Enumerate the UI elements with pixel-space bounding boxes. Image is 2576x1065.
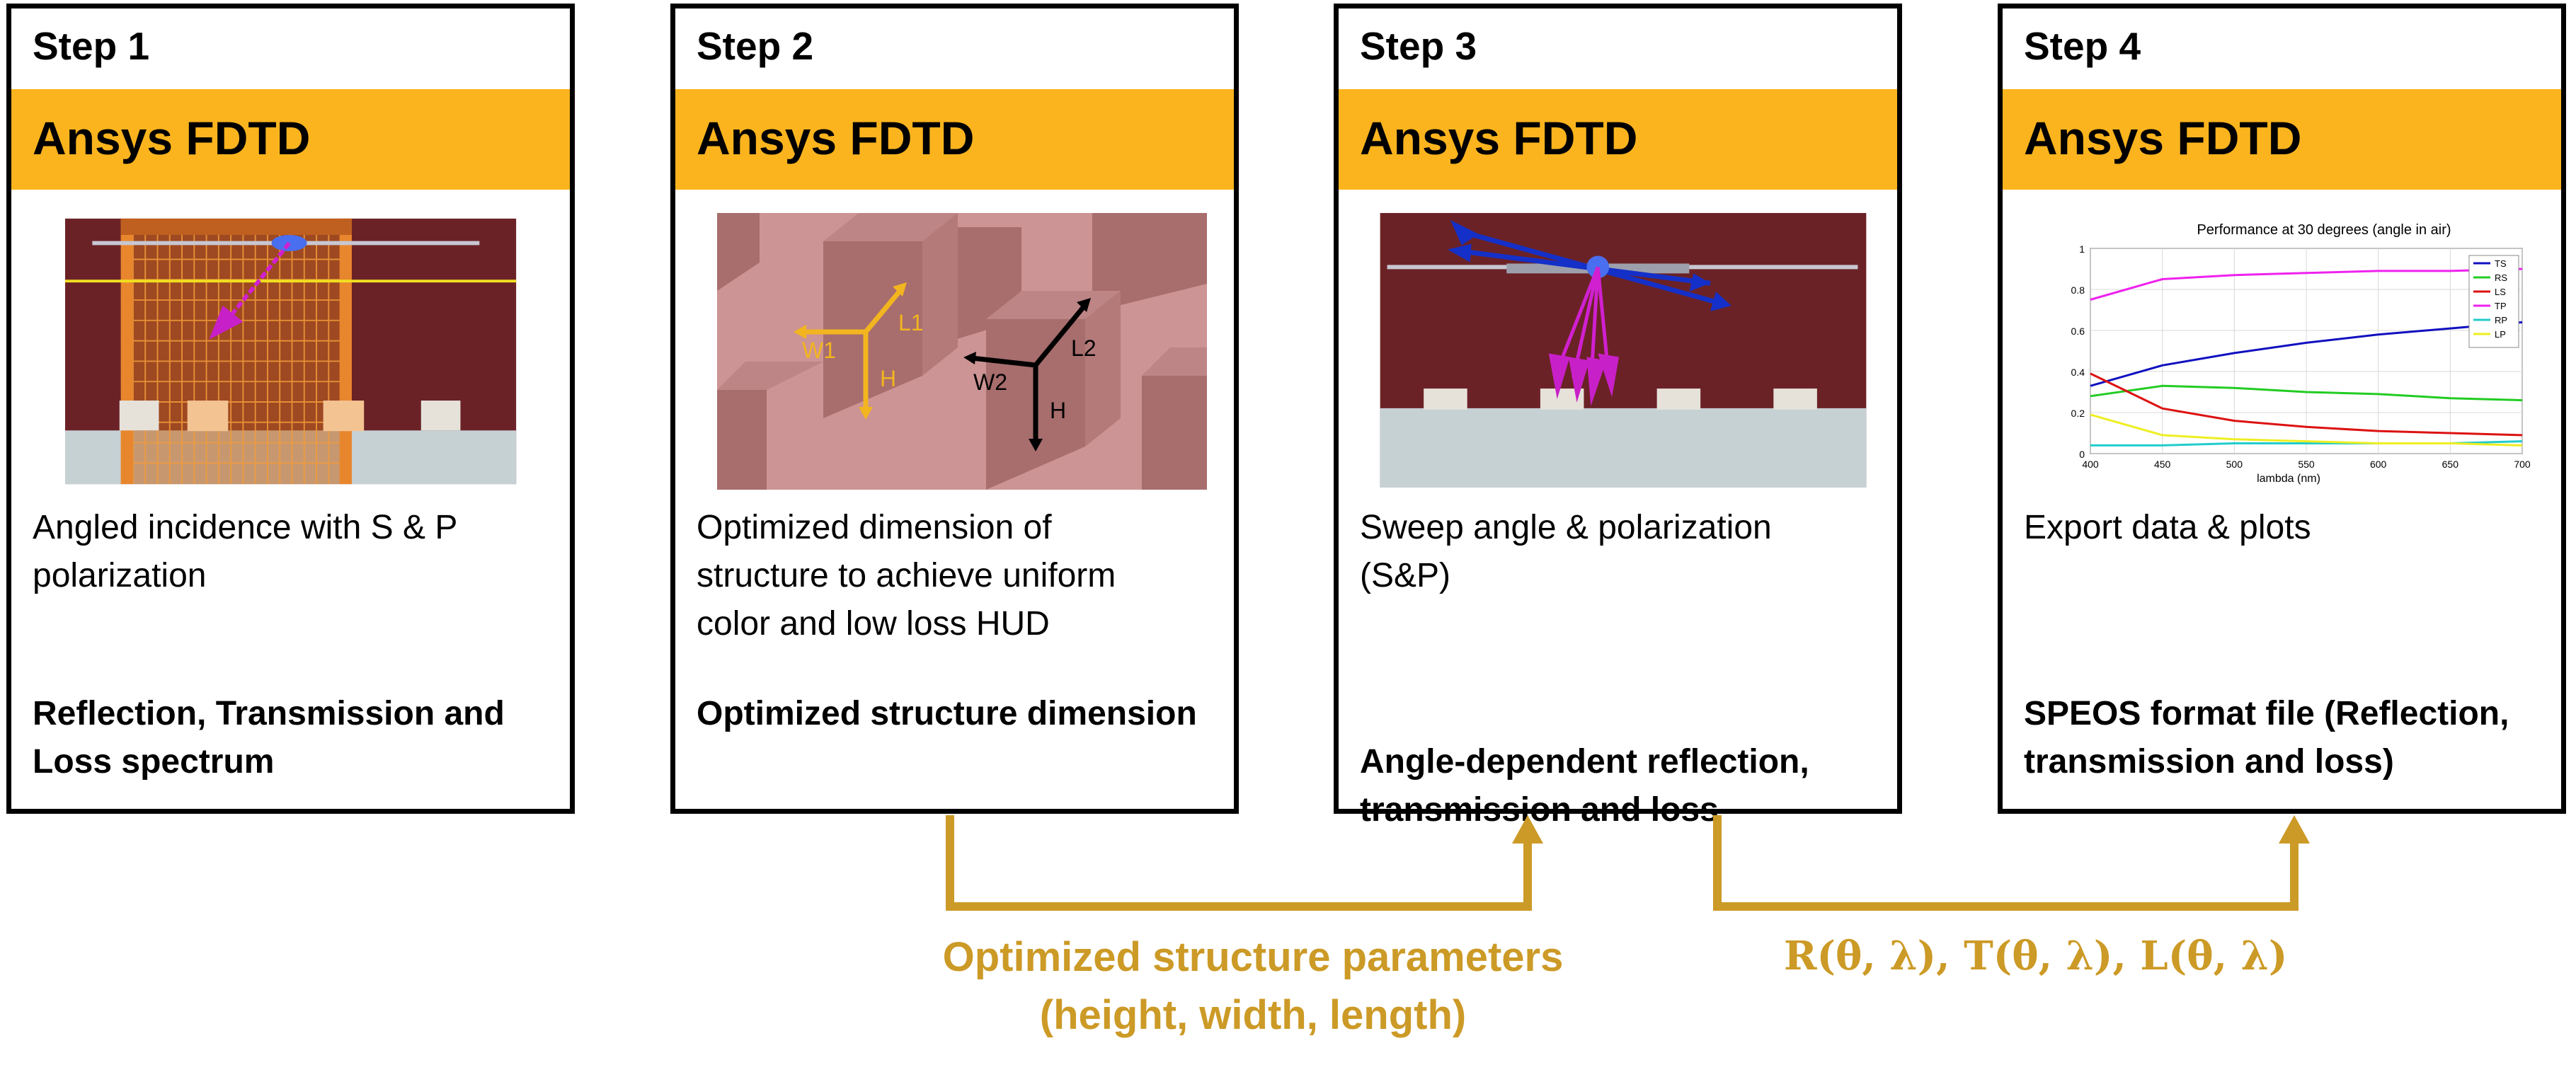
connector-step3-to-step4-arrowhead [2279, 815, 2310, 844]
connector-step3-to-step4 [1713, 815, 2299, 911]
chart-x-tick-label: 550 [2298, 459, 2315, 470]
step-3-tool-label: Ansys FDTD [1360, 112, 1638, 164]
step-3-simulation-figure [1380, 213, 1867, 488]
chart-series-line-rs [2090, 384, 2523, 402]
step-1-tool-label: Ansys FDTD [33, 112, 311, 164]
step-2-card: Step 2 Ansys FDTD [670, 4, 1239, 814]
step-4-description: Export data & plots [2024, 509, 2311, 546]
h2-label: H [1050, 398, 1066, 423]
chart-y-tick-label: 0.6 [2071, 326, 2085, 337]
step-2-title: Step 2 [697, 24, 814, 68]
chart-legend-label-rs: RS [2495, 272, 2507, 283]
chart-y-tick-label: 1 [2079, 243, 2085, 255]
step-1-result: Reflection, Transmission and Loss spectr… [33, 695, 505, 781]
chart-x-tick-label: 600 [2370, 459, 2387, 470]
step-3-title: Step 3 [1360, 24, 1477, 68]
step-2-tool-label: Ansys FDTD [697, 112, 975, 164]
w2-label: W2 [973, 369, 1007, 395]
step-2-description: Optimized dimension of structure to achi… [697, 509, 1116, 643]
step-4-title: Step 4 [2024, 24, 2141, 68]
chart-series-line-tp [2090, 267, 2523, 301]
chart-series-line-lp [2090, 413, 2523, 447]
w1-label: W1 [802, 338, 836, 363]
optimized-parameters-label: Optimized structure parameters (height, … [942, 934, 1564, 1038]
chart-x-tick-label: 500 [2226, 459, 2243, 470]
step-1-card: Step 1 Ansys FDTD [6, 4, 575, 814]
l2-label: L2 [1071, 335, 1097, 361]
chart-x-tick-label: 700 [2514, 459, 2531, 470]
connector-step2-to-step3 [946, 815, 1532, 911]
step-3-card: Step 3 Ansys FDTD [1334, 4, 1902, 829]
step-3-banner: Ansys FDTD [1339, 89, 1897, 190]
step-2-banner: Ansys FDTD [675, 89, 1234, 190]
chart-legend-label-ls: LS [2495, 287, 2506, 297]
chart-y-tick-label: 0.2 [2071, 408, 2085, 419]
step-4-card: Step 4 Ansys FDTD Performance at 30 degr… [1998, 4, 2566, 814]
step-4-banner: Ansys FDTD [2003, 89, 2561, 190]
chart-legend-label-tp: TP [2495, 301, 2507, 311]
rtl-formula-label: R(θ, λ), T(θ, λ), L(θ, λ) [1784, 933, 2288, 979]
step-4-tool-label: Ansys FDTD [2024, 112, 2302, 164]
step-2-structure-figure: W1 L1 H W2 L2 H [717, 213, 1207, 490]
chart-y-tick-label: 0.8 [2071, 284, 2085, 296]
h1-label: H [880, 366, 896, 391]
chart-title: Performance at 30 degrees (angle in air) [2197, 222, 2451, 238]
chart-legend-label-ts: TS [2495, 258, 2507, 269]
step-3-result: Angle-dependent reflection, transmission… [1360, 743, 1809, 829]
step-1-banner: Ansys FDTD [11, 89, 570, 190]
step-3-description: Sweep angle & polarization (S&P) [1360, 509, 1772, 594]
chart-series-line-ls [2090, 372, 2523, 437]
step-4-performance-chart: Performance at 30 degrees (angle in air)… [2071, 222, 2531, 485]
chart-legend-box [2468, 255, 2519, 348]
chart-y-tick-label: 0.4 [2071, 367, 2085, 378]
chart-legend-label-lp: LP [2495, 329, 2506, 340]
chart-legend-label-rp: RP [2495, 315, 2507, 326]
step-1-title: Step 1 [33, 24, 150, 68]
chart-x-tick-label: 450 [2154, 459, 2171, 470]
connector-step2-to-step3-arrowhead [1512, 815, 1543, 844]
step-4-result: SPEOS format file (Reflection, transmiss… [2024, 695, 2509, 781]
chart-series-line-ts [2090, 321, 2523, 387]
chart-y-tick-label: 0 [2079, 449, 2085, 460]
chart-x-axis-label: lambda (nm) [2257, 473, 2320, 485]
step-2-result: Optimized structure dimension [697, 695, 1197, 732]
step-1-simulation-figure [65, 218, 517, 485]
chart-x-tick-label: 650 [2442, 459, 2459, 470]
chart-x-tick-label: 400 [2082, 459, 2099, 470]
step-1-description: Angled incidence with S & P polarization [33, 509, 458, 594]
l1-label: L1 [898, 310, 924, 335]
